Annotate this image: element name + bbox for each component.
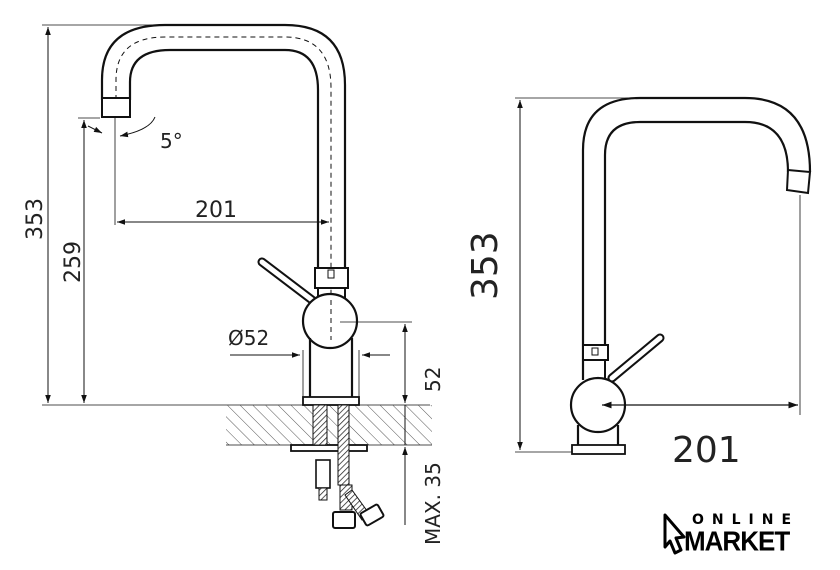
- spout-centerline: [115, 36, 332, 300]
- label-diameter-52: Ø52: [228, 326, 269, 350]
- online-market-logo: ONLINE MARKET: [662, 510, 812, 560]
- label-259: 259: [61, 241, 86, 283]
- cursor-arrow-icon: [663, 513, 686, 555]
- label-max-35: MAX. 35: [421, 462, 445, 545]
- mounting-plate: [290, 444, 368, 452]
- angle-arrow: [119, 116, 156, 138]
- logo-line2: MARKET: [684, 525, 790, 557]
- spout-inner-right: [603, 120, 790, 345]
- countertop-hatch: [226, 405, 432, 445]
- label-353-right: 353: [465, 231, 506, 300]
- mixer-body: [301, 292, 359, 350]
- label-201-right: 201: [672, 430, 741, 471]
- hex-nut: [315, 459, 331, 489]
- spout-outer: [100, 23, 347, 268]
- aerator-right: [785, 168, 812, 195]
- base-plate-right: [571, 444, 626, 455]
- hose-1: [337, 404, 350, 486]
- logo-line1: ONLINE: [692, 512, 800, 528]
- spout-inner: [128, 48, 320, 268]
- label-353-left: 353: [23, 198, 48, 240]
- label-52: 52: [421, 367, 445, 392]
- label-5-deg: 5°: [160, 129, 183, 153]
- collar-right: [582, 344, 609, 361]
- aerator: [101, 97, 131, 118]
- right-view: [515, 96, 812, 455]
- spout-outer-right: [581, 96, 812, 380]
- base-plate: [302, 396, 360, 406]
- left-view: [42, 23, 432, 529]
- label-201-left: 201: [195, 198, 237, 223]
